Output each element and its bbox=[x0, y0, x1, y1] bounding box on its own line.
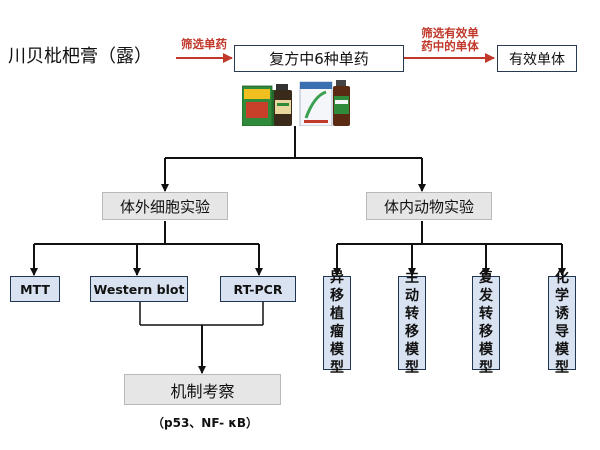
model-char: 瘤 bbox=[330, 324, 344, 340]
model-char: 诱 bbox=[555, 306, 569, 322]
model-char: 型 bbox=[479, 360, 493, 376]
model-char: 移 bbox=[330, 288, 344, 304]
source-title: 川贝枇杷膏（露） bbox=[8, 46, 152, 67]
medicine-box-icon bbox=[242, 85, 278, 126]
model-char: 移 bbox=[479, 324, 493, 340]
arrow-label-screen-monomers: 筛选有效单 药中的单体 bbox=[404, 27, 496, 53]
model-xenograft: 异移植瘤模型 bbox=[323, 270, 351, 376]
model-char: 主 bbox=[405, 270, 419, 286]
in-vitro-box: 体外细胞实验 bbox=[102, 192, 228, 220]
model-active-metastasis: 主动转移模型 bbox=[398, 270, 426, 376]
model-char: 模 bbox=[405, 342, 419, 358]
model-char: 型 bbox=[555, 360, 569, 376]
syrup-bottle-icon bbox=[333, 80, 350, 126]
model-char: 化 bbox=[555, 270, 569, 286]
arrow-label-line-1: 筛选有效单 bbox=[421, 26, 479, 40]
model-char: 导 bbox=[555, 324, 569, 340]
model-char: 动 bbox=[405, 288, 419, 304]
medicine-images bbox=[242, 80, 350, 126]
arrow-label-line-2: 药中的单体 bbox=[421, 39, 479, 53]
model-char: 移 bbox=[405, 324, 419, 340]
model-char: 复 bbox=[479, 270, 493, 286]
model-char: 型 bbox=[405, 360, 419, 376]
model-char: 学 bbox=[555, 288, 569, 304]
model-char: 转 bbox=[405, 306, 419, 322]
model-char: 植 bbox=[330, 306, 344, 322]
assay-mtt: MTT bbox=[10, 276, 60, 302]
model-char: 模 bbox=[330, 342, 344, 358]
model-char: 模 bbox=[479, 342, 493, 358]
model-char: 模 bbox=[555, 342, 569, 358]
model-recurrent-metastasis: 复发转移模型 bbox=[472, 270, 500, 376]
model-char: 转 bbox=[479, 306, 493, 322]
medicine-carton-icon bbox=[299, 81, 333, 126]
model-char: 发 bbox=[479, 288, 493, 304]
mechanism-box: 机制考察 bbox=[124, 374, 281, 405]
mechanism-note: （p53、NF- κB） bbox=[152, 416, 258, 430]
effective-monomer-box: 有效单体 bbox=[497, 45, 577, 72]
model-chemical-induction: 化学诱导模型 bbox=[548, 270, 576, 376]
model-char: 型 bbox=[330, 360, 344, 376]
arrow-label-screen-single: 筛选单药 bbox=[181, 37, 227, 51]
assay-rt-pcr: RT-PCR bbox=[220, 276, 296, 302]
compound-box: 复方中6种单药 bbox=[234, 45, 404, 72]
assay-western-blot: Western blot bbox=[90, 276, 188, 302]
model-char: 异 bbox=[330, 270, 344, 286]
medicine-bottle-icon bbox=[274, 84, 292, 126]
in-vivo-box: 体内动物实验 bbox=[366, 192, 492, 220]
